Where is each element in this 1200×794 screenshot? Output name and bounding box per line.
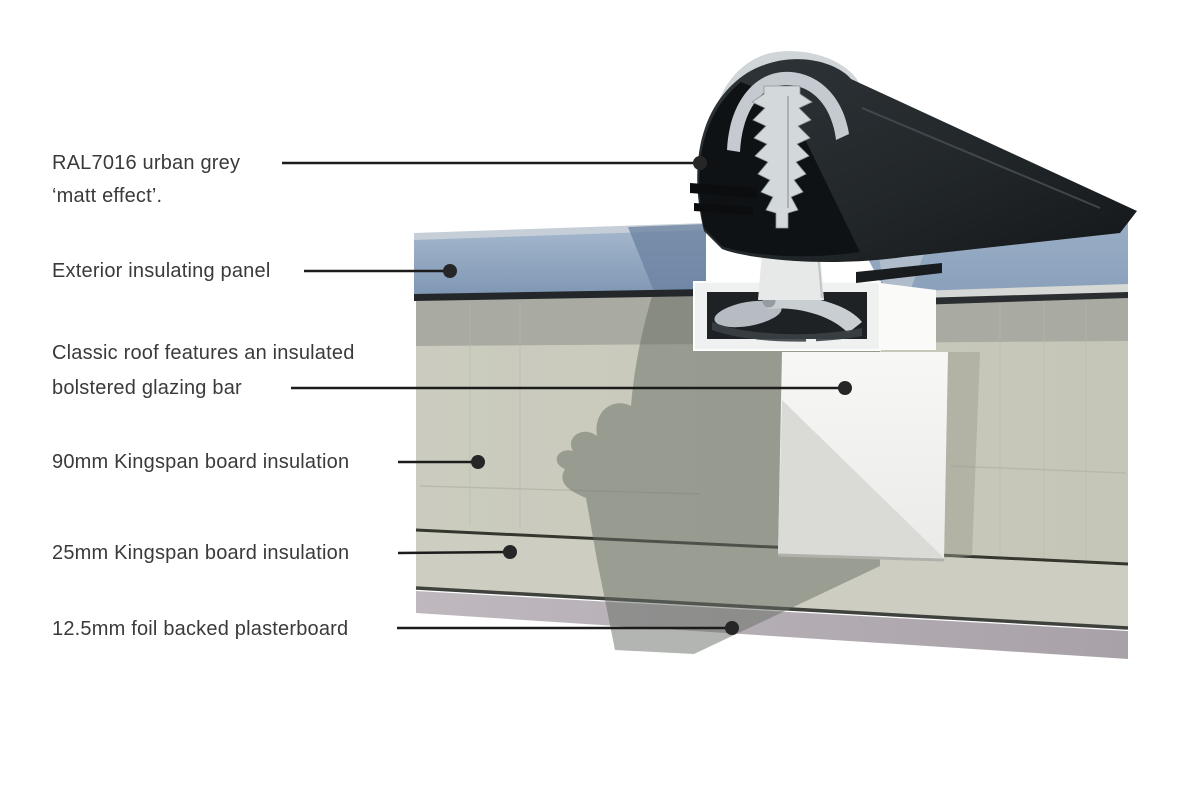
insulation-streaks (469, 297, 1087, 563)
leader-dot-plasterboard (725, 621, 739, 635)
label-cap-line1: RAL7016 urban grey (52, 152, 241, 174)
label-insulation-90: 90mm Kingspan board insulation (52, 451, 350, 473)
exterior-panel-right-edge-strip (884, 284, 1128, 300)
cap-sheen (861, 107, 1101, 209)
label-glazing-bar-line2: bolstered glazing bar (52, 377, 242, 399)
label-plasterboard: 12.5mm foil backed plasterboard (52, 618, 349, 640)
leader-dot-exterior-panel (443, 264, 457, 278)
leader-insulation-25 (397, 550, 511, 555)
leader-dot-insulation-25 (503, 545, 517, 559)
plasterboard-face (416, 591, 1128, 659)
exterior-panel-left-shadow (628, 224, 706, 294)
exterior-panel-left-underline (414, 289, 706, 301)
leader-dot-glazing-bar (838, 381, 852, 395)
cap-seal-upper (690, 183, 757, 198)
leader-dots (443, 156, 852, 635)
cap-aluminium-arc (727, 71, 849, 152)
exterior-panel-right-underline (884, 292, 1128, 306)
leader-dot-cap (693, 156, 707, 170)
label-cap-line2: ‘matt effect’. (52, 185, 163, 207)
glazing-bar-box-end-face (880, 283, 936, 350)
cap-barbed-stem (751, 85, 813, 229)
bolster-bottom-edge (777, 553, 945, 562)
leader-lines (282, 161, 845, 630)
gasket-right (856, 263, 942, 283)
cap-seal-lower (694, 203, 753, 215)
label-insulation-25: 25mm Kingspan board insulation (52, 542, 350, 564)
exterior-panel-left (414, 230, 706, 298)
label-glazing-bar-line1: Classic roof features an insulated (52, 342, 355, 364)
bolster-side-shade (944, 352, 980, 558)
leader-dot-insulation-90 (471, 455, 485, 469)
label-exterior-panel: Exterior insulating panel (52, 260, 271, 282)
bolster-diagonal-shade (778, 400, 944, 558)
